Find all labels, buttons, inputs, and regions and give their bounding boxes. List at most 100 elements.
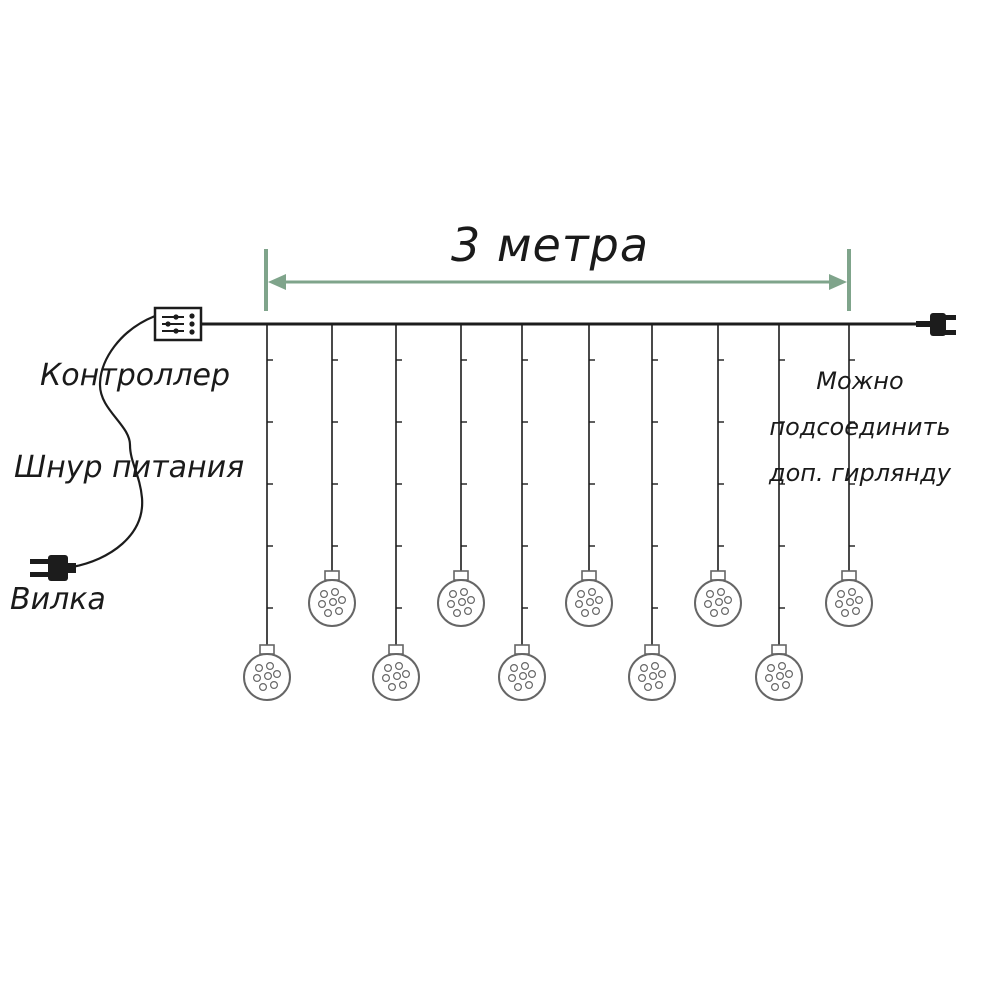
- bulb-led-dot: [781, 680, 790, 689]
- bulb-led-dot: [320, 589, 329, 598]
- bulb-cap: [259, 644, 275, 655]
- bulb-led-dot: [705, 589, 714, 598]
- bulb-led-dot: [460, 587, 469, 596]
- dimension-bracket: [264, 249, 851, 311]
- extension-note-line-1: Можно: [816, 367, 904, 395]
- drop-strand: [308, 325, 356, 627]
- bulb-led-dot: [447, 599, 456, 608]
- drop-strand: [825, 325, 873, 627]
- plug-label: Вилка: [10, 582, 106, 617]
- bulb-led-dot: [324, 608, 333, 617]
- bulb-led-dot: [449, 589, 458, 598]
- bulb-led-dot: [639, 663, 648, 672]
- bulb-led-dot: [453, 608, 462, 617]
- bulb-led-dot: [657, 669, 666, 678]
- bulb-led-dot: [329, 597, 338, 606]
- bulb-led-dot: [594, 595, 603, 604]
- extension-note: Можно подсоединить доп. гирлянду: [740, 358, 980, 496]
- bulb-cap: [388, 644, 404, 655]
- bulb-led-dot: [854, 595, 863, 604]
- hanging-drops: [243, 325, 873, 701]
- bulb-led-dot: [840, 608, 849, 617]
- bulb-led-dot: [847, 587, 856, 596]
- bulb-led-dot: [764, 673, 773, 682]
- bulb-led-dot: [508, 673, 517, 682]
- bulb-led-dot: [637, 673, 646, 682]
- bulb-led-dot: [270, 680, 279, 689]
- bulb-led-dot: [720, 606, 729, 615]
- bulb-led-dot: [574, 599, 583, 608]
- drop-strand: [437, 325, 485, 627]
- extension-note-line-3: доп. гирлянду: [769, 459, 951, 487]
- power-cord: [71, 314, 156, 569]
- bulb-led-dot: [331, 587, 340, 596]
- dimension-label: 3 метра: [450, 218, 650, 272]
- bulb-led-dot: [382, 673, 391, 682]
- bulb-led-dot: [587, 587, 596, 596]
- dimension-left-arrow: [268, 274, 286, 290]
- bulb-led-dot: [851, 606, 860, 615]
- bulb-led-dot: [520, 661, 529, 670]
- bulb-cap: [324, 570, 340, 581]
- bulb-led-dot: [585, 597, 594, 606]
- bulb-led-dot: [775, 671, 784, 680]
- bulb-led-dot: [527, 669, 536, 678]
- bulb-led-dot: [395, 661, 404, 670]
- bulb-led-dot: [338, 595, 347, 604]
- bulb-led-dot: [266, 661, 275, 670]
- bulb-cap: [771, 644, 787, 655]
- extension-note-line-2: подсоединить: [769, 413, 951, 441]
- bulb-led-dot: [836, 589, 845, 598]
- drop-strand: [243, 325, 291, 701]
- bulb-led-dot: [388, 682, 397, 691]
- bulb-led-dot: [766, 663, 775, 672]
- controller-box-icon: [153, 306, 203, 342]
- bulb-led-dot: [716, 587, 725, 596]
- bulb-led-dot: [318, 599, 327, 608]
- bulb-cap: [710, 570, 726, 581]
- bulb-led-dot: [458, 597, 467, 606]
- bulb-led-dot: [723, 595, 732, 604]
- bulb-led-dot: [770, 682, 779, 691]
- bulb-led-dot: [384, 663, 393, 672]
- bulb-led-dot: [834, 599, 843, 608]
- bulb-led-dot: [591, 606, 600, 615]
- bulb-led-dot: [255, 663, 264, 672]
- bulb-led-dot: [335, 606, 344, 615]
- drop-strand: [498, 325, 546, 701]
- bulb-led-dot: [518, 671, 527, 680]
- bulb-led-dot: [580, 608, 589, 617]
- bulb-led-dot: [399, 680, 408, 689]
- bulb-led-dot: [777, 661, 786, 670]
- bulb-cap: [841, 570, 857, 581]
- bulb-led-dot: [784, 669, 793, 678]
- bulb-led-dot: [253, 673, 262, 682]
- bulb-led-dot: [648, 671, 657, 680]
- bulb-led-dot: [467, 595, 476, 604]
- drop-strand: [694, 325, 742, 627]
- bulb-cap: [644, 644, 660, 655]
- bulb-led-dot: [259, 682, 268, 691]
- bulb-led-dot: [576, 589, 585, 598]
- power-plug-icon: [30, 555, 76, 581]
- bulb-led-dot: [524, 680, 533, 689]
- bulb-led-dot: [264, 671, 273, 680]
- end-connector-icon: [916, 313, 956, 336]
- bulb-cap: [514, 644, 530, 655]
- bulb-led-dot: [709, 608, 718, 617]
- bulb-led-dot: [513, 682, 522, 691]
- power-cord-label: Шнур питания: [14, 450, 245, 485]
- bulb-led-dot: [703, 599, 712, 608]
- drop-strand: [628, 325, 676, 701]
- drop-strand: [755, 325, 803, 701]
- bulb-led-dot: [510, 663, 519, 672]
- bulb-led-dot: [402, 669, 411, 678]
- controller-label: Контроллер: [40, 358, 230, 393]
- bulb-led-dot: [643, 682, 652, 691]
- bulb-led-dot: [654, 680, 663, 689]
- bulb-led-dot: [273, 669, 282, 678]
- bulb-led-dot: [464, 606, 473, 615]
- bulb-cap: [453, 570, 469, 581]
